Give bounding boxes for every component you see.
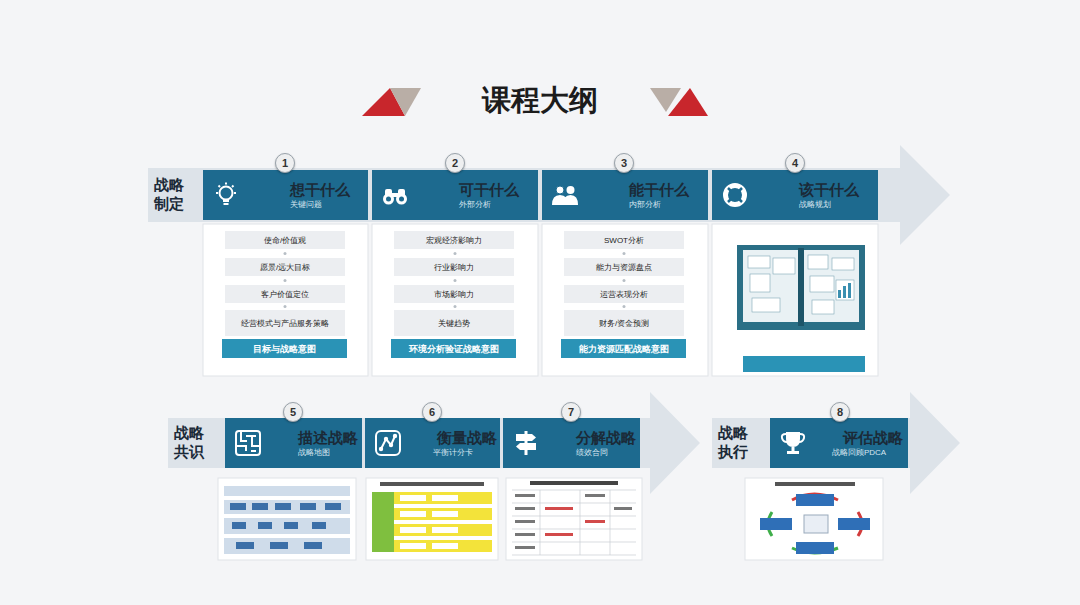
node-title: 关键趋势 — [438, 318, 470, 329]
topic-box: 经营模式与产品服务策略 — [225, 310, 345, 336]
node-title: 能力与资源盘点 — [596, 262, 652, 273]
node-title: 宏观经济影响力 — [426, 235, 482, 246]
phase-band: 战略制定想干什么关键问题可干什么外部分析能干什么内部分析该干什么战略规划 — [148, 168, 900, 222]
topic-box: 愿景/远大目标 — [225, 258, 345, 276]
measure-icon — [374, 429, 402, 457]
column-panels — [203, 224, 878, 376]
step-number: 8 — [830, 402, 850, 422]
strategy-map-thumbnail — [218, 478, 356, 560]
step-header: 可干什么外部分析 — [372, 170, 538, 220]
node-title: 目标与战略意图 — [253, 343, 316, 355]
node-title: 市场影响力 — [434, 289, 474, 300]
node-subtitle: 内部分析 — [629, 199, 661, 211]
node-title: 经营模式与产品服务策略 — [241, 318, 329, 329]
node-title: 3 — [621, 157, 627, 169]
node-title: 可干什么 — [459, 180, 491, 199]
summary-bar: 能力资源匹配战略意图 — [561, 339, 686, 358]
node-title: 1 — [282, 157, 288, 169]
step-header: 分解战略绩效合同 — [503, 418, 640, 468]
step-header: 该干什么战略规划 — [712, 170, 878, 220]
step-number: 7 — [561, 402, 581, 422]
lifebuoy-icon — [721, 181, 749, 209]
node-subtitle: 战略回顾PDCA — [832, 447, 886, 459]
node-title: 想干什么 — [290, 180, 322, 199]
node-subtitle: 关键问题 — [290, 199, 322, 211]
topic-box: SWOT分析 — [564, 231, 684, 249]
node-title: 能干什么 — [629, 180, 661, 199]
step-number: 6 — [422, 402, 442, 422]
node-subtitle: 外部分析 — [459, 199, 491, 211]
node-title: 评估战略 — [843, 428, 875, 447]
diagram-title: 课程大纲 — [430, 80, 650, 120]
people-icon — [551, 181, 579, 209]
contract-thumbnail — [506, 478, 642, 560]
node-title: 战略执行 — [718, 424, 750, 462]
node-title: 描述战略 — [298, 428, 330, 447]
step-number: 3 — [614, 153, 634, 173]
node-title: 战略共识 — [174, 424, 206, 462]
node-title: SWOT分析 — [604, 235, 644, 246]
node-subtitle: 战略规划 — [799, 199, 831, 211]
node-title: 客户价值定位 — [261, 289, 309, 300]
step-number: 2 — [445, 153, 465, 173]
signpost-icon — [512, 429, 540, 457]
node-title: 财务/资金预测 — [599, 318, 649, 329]
topic-box: 市场影响力 — [394, 285, 514, 303]
node-title: 分解战略 — [576, 428, 608, 447]
scorecard-thumbnail — [366, 478, 498, 560]
binoculars-icon — [381, 181, 409, 209]
phase-band: 战略执行评估战略战略回顾PDCA — [712, 418, 910, 468]
strategy-book — [737, 245, 865, 372]
node-title: 2 — [452, 157, 458, 169]
phase-arrows — [148, 145, 960, 494]
node-subtitle: 绩效合同 — [576, 447, 608, 459]
step-header: 评估战略战略回顾PDCA — [770, 418, 908, 468]
node-title: 能力资源匹配战略意图 — [579, 343, 669, 355]
step-number: 4 — [785, 153, 805, 173]
node-title: 环境分析验证战略意图 — [409, 343, 499, 355]
step-header: 衡量战略平衡计分卡 — [365, 418, 500, 468]
node-title: 行业影响力 — [434, 262, 474, 273]
node-title: 衡量战略 — [437, 428, 469, 447]
lightbulb-icon — [212, 181, 240, 209]
node-subtitle: 战略地图 — [298, 447, 330, 459]
summary-bar: 目标与战略意图 — [222, 339, 347, 358]
step-header: 想干什么关键问题 — [203, 170, 368, 220]
topic-box: 使命/价值观 — [225, 231, 345, 249]
node-title: 8 — [837, 406, 843, 418]
node-title: 愿景/远大目标 — [260, 262, 310, 273]
topic-box: 行业影响力 — [394, 258, 514, 276]
step-header: 描述战略战略地图 — [225, 418, 362, 468]
step-header: 能干什么内部分析 — [542, 170, 708, 220]
node-title: 6 — [429, 406, 435, 418]
maze-icon — [234, 429, 262, 457]
trophy-icon — [779, 429, 807, 457]
node-title: 运营表现分析 — [600, 289, 648, 300]
topic-box: 能力与资源盘点 — [564, 258, 684, 276]
topic-box: 关键趋势 — [394, 310, 514, 336]
topic-box: 运营表现分析 — [564, 285, 684, 303]
node-title: 战略制定 — [154, 176, 186, 214]
step-number: 1 — [275, 153, 295, 173]
node-title: 5 — [290, 406, 296, 418]
topic-box: 宏观经济影响力 — [394, 231, 514, 249]
node-title: 该干什么 — [799, 180, 831, 199]
step-number: 5 — [283, 402, 303, 422]
node-title: 4 — [792, 157, 798, 169]
node-subtitle: 平衡计分卡 — [433, 447, 473, 459]
pdca-thumbnail — [745, 478, 883, 560]
summary-bar: 环境分析验证战略意图 — [391, 339, 516, 358]
node-title: 使命/价值观 — [264, 235, 306, 246]
topic-box: 财务/资金预测 — [564, 310, 684, 336]
node-title: 7 — [568, 406, 574, 418]
topic-box: 客户价值定位 — [225, 285, 345, 303]
phase-band: 战略共识描述战略战略地图衡量战略平衡计分卡分解战略绩效合同 — [168, 418, 650, 468]
